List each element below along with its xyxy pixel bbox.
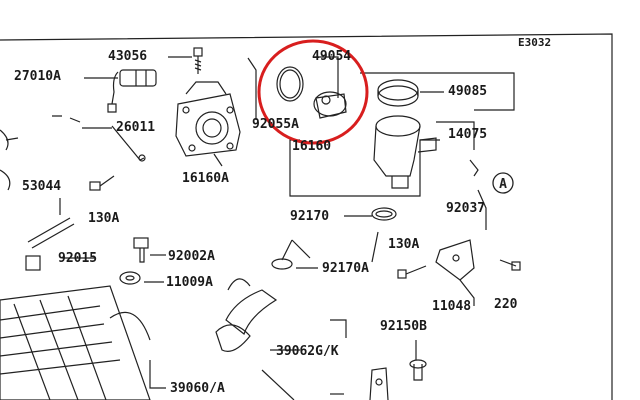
radiator-icon: [0, 285, 151, 400]
frame-border: [0, 33, 613, 400]
leader-49085-bracket: [360, 72, 515, 111]
filler-neck-icon: [373, 115, 437, 189]
part-label-53044: 53044: [22, 179, 62, 194]
part-label-26011: 26011: [116, 120, 156, 135]
leader-16160A: [213, 153, 223, 167]
bolt-220-icon: [499, 259, 521, 271]
part-label-92170: 92170: [290, 209, 330, 224]
part-label-49054: 49054: [312, 49, 352, 64]
part-label-43056: 43056: [108, 49, 148, 64]
bolt-92150B-icon: [409, 359, 427, 381]
hose-left-2-icon: [0, 169, 11, 191]
part-label-39060: 39060/A: [170, 381, 225, 396]
part-label-92150B: 92150B: [380, 319, 427, 334]
part-label-92055A: 92055A: [252, 117, 299, 132]
part-label-130A-right: 130A: [388, 237, 420, 252]
highlight-circle: [257, 39, 369, 145]
page-code: E3032: [518, 36, 552, 49]
thermostat-housing-icon: [175, 81, 241, 157]
rod-26011-icon: [69, 117, 146, 162]
leader-92055A: [247, 57, 257, 120]
part-label-220: 220: [494, 297, 518, 312]
leader-49054: [314, 56, 339, 98]
bracket-11048-icon: [435, 239, 475, 281]
hose-bottom-icon: [261, 369, 295, 400]
thermostat-icon: [313, 91, 347, 119]
leader-11048: [459, 279, 475, 306]
temperature-sensor-icon: [107, 69, 157, 113]
reference-marker-circle: [492, 172, 514, 194]
leader-14075: [436, 121, 475, 150]
o-ring-inner: [279, 69, 301, 99]
leader-center-bracket: [330, 319, 347, 338]
leader-26011: [52, 115, 112, 129]
part-label-11009A: 11009A: [166, 275, 213, 290]
part-label-92002A: 92002A: [168, 249, 215, 264]
bolt-130A-right-icon: [397, 265, 427, 279]
part-label-14075: 14075: [448, 127, 488, 142]
part-label-92037: 92037: [446, 201, 486, 216]
bracket-bottom-icon: [369, 367, 389, 400]
part-label-49085: 49085: [448, 84, 488, 99]
part-label-130A-left: 130A: [88, 211, 120, 226]
hose-clamp-2-icon: [271, 258, 293, 270]
part-label-11048: 11048: [432, 299, 472, 314]
part-label-92015: 92015: [58, 251, 98, 266]
leader-39060: [149, 360, 166, 389]
radiator-cap-icon: [377, 79, 419, 107]
pin-53044-icon: [27, 217, 71, 243]
leader-92170-v: [281, 239, 311, 261]
washer-icon: [119, 271, 141, 285]
part-label-16160: 16160: [292, 139, 332, 154]
leader-92037: [477, 189, 487, 230]
part-label-27010A: 27010A: [14, 69, 61, 84]
clip-92015-icon: [25, 255, 41, 271]
hose-39062-icon: [215, 278, 278, 352]
part-label-39062: 39062G/K: [276, 344, 339, 359]
bolt-92002A-icon: [133, 237, 149, 263]
bolt-43056-icon: [193, 47, 203, 74]
reference-marker-text: A: [499, 177, 507, 192]
leader-130A-right: [371, 231, 379, 263]
part-label-92170A: 92170A: [322, 261, 369, 276]
hose-clamp-icon: [371, 207, 397, 221]
o-ring-icon: [276, 66, 304, 102]
clip-92037-icon: [469, 159, 479, 177]
part-label-16160A: 16160A: [182, 171, 229, 186]
bolt-130A-left-icon: [89, 175, 115, 191]
